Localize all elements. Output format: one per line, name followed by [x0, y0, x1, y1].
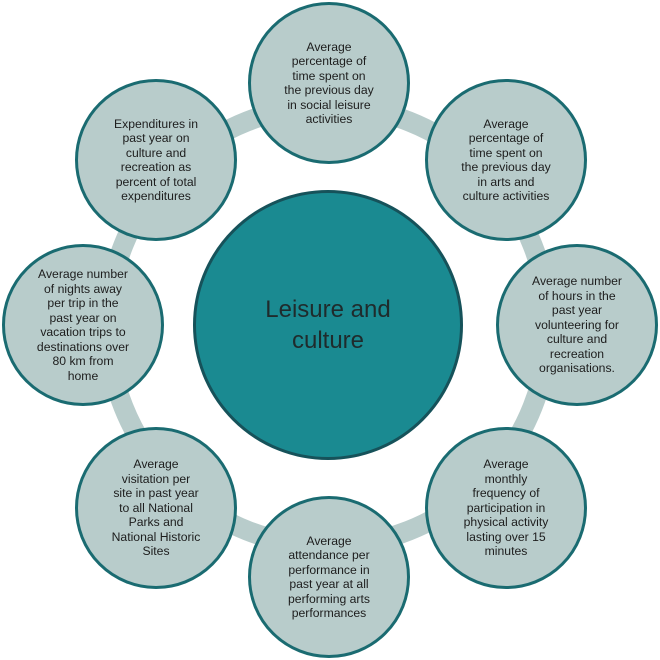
node-physical-activity: Average monthly frequency of participati…: [425, 427, 587, 589]
node-label: Average number of hours in the past year…: [532, 274, 622, 376]
node-label: Average percentage of time spent on the …: [284, 39, 374, 127]
node-label: Average percentage of time spent on the …: [461, 116, 551, 204]
node-label: Average number of nights away per trip i…: [36, 267, 130, 383]
center-label: Leisure and culture: [265, 296, 391, 354]
node-vacation-nights: Average number of nights away per trip i…: [2, 244, 164, 406]
node-label: Average monthly frequency of participati…: [463, 457, 549, 559]
node-label: Average attendance per performance in pa…: [288, 533, 370, 621]
node-label: Average visitation per site in past year…: [111, 457, 201, 559]
node-arts-culture-time: Average percentage of time spent on the …: [425, 79, 587, 241]
node-performing-arts: Average attendance per performance in pa…: [248, 496, 410, 658]
node-national-parks: Average visitation per site in past year…: [75, 427, 237, 589]
node-expenditures: Expenditures in past year on culture and…: [75, 79, 237, 241]
center-circle: Leisure and culture: [193, 190, 463, 460]
node-social-leisure: Average percentage of time spent on the …: [248, 2, 410, 164]
node-label: Expenditures in past year on culture and…: [113, 116, 198, 204]
node-volunteering-hours: Average number of hours in the past year…: [496, 244, 658, 406]
